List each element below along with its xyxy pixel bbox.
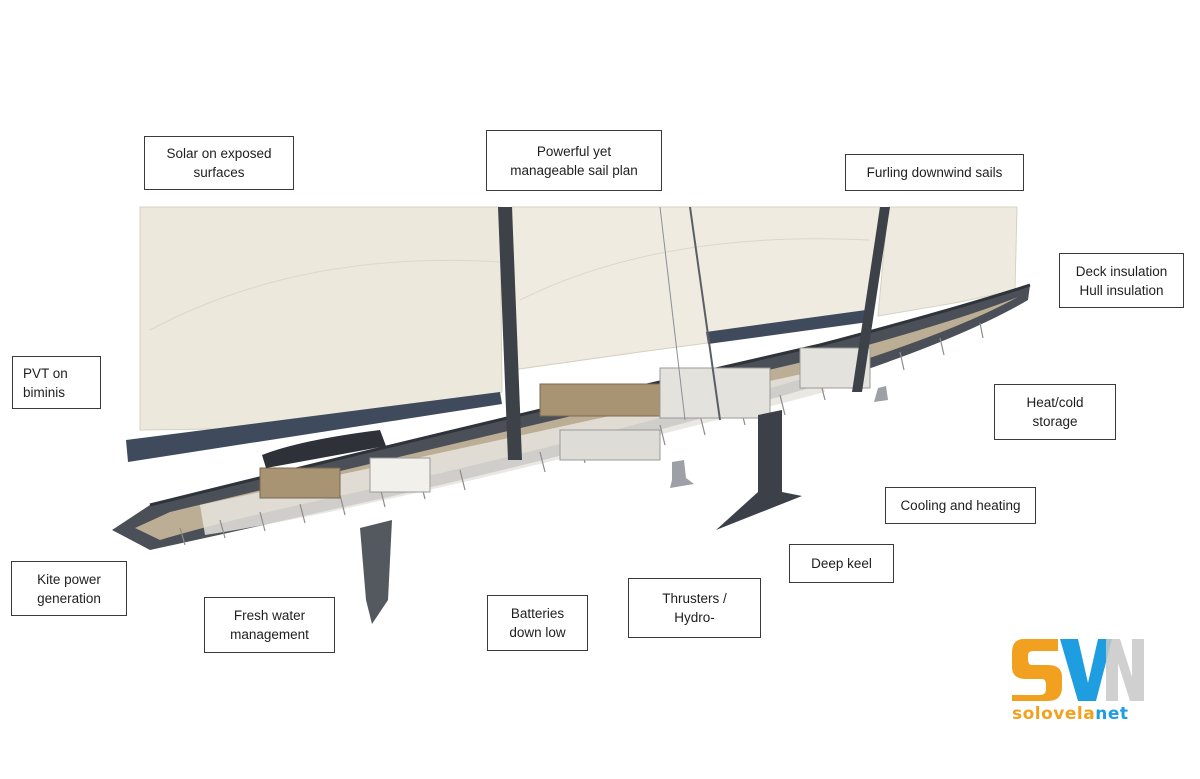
main-sail-aft: [139, 206, 503, 431]
logo-wordmark: solovelanet: [1012, 704, 1128, 724]
callout-solar: Solar on exposed surfaces: [144, 136, 294, 190]
callout-pvt-line1: PVT on: [23, 365, 68, 381]
deep-keel: [716, 410, 802, 530]
callout-insulation-line1: Deck insulation: [1075, 263, 1168, 279]
callout-thrusters-line1: Thrusters /: [662, 591, 727, 606]
rudder: [360, 520, 392, 624]
solovela-logo: [1012, 639, 1144, 701]
aft-cabin-module: [259, 467, 341, 499]
saloon-module: [539, 383, 661, 417]
logo-text-a: solovela: [1012, 704, 1096, 724]
engine-module: [659, 367, 771, 419]
sail-seam: [149, 259, 501, 331]
callout-heat-cold-line1: Heat/cold: [1026, 395, 1084, 410]
bow-thruster: [874, 386, 888, 402]
callout-solar-line1: Solar on exposed: [166, 146, 272, 161]
callout-fresh-water-line2: management: [230, 627, 309, 642]
callout-thrusters: Thrusters / Hydro-: [628, 578, 761, 638]
sail-seam: [519, 238, 871, 301]
mid-boom: [706, 310, 868, 344]
logo-v-shape: [1060, 639, 1112, 701]
main-boom: [126, 392, 502, 462]
callout-kite: Kite power generation: [11, 561, 127, 616]
callout-kite-line1: Kite power: [37, 571, 101, 587]
logo-s-shape: [1012, 639, 1062, 701]
callout-sail-plan-line1: Powerful yet: [536, 143, 612, 159]
callout-pvt: PVT on biminis: [12, 356, 101, 409]
callout-insulation-line2: Hull insulation: [1079, 282, 1164, 298]
booms: [126, 310, 868, 462]
logo-n-shape: [1106, 639, 1144, 701]
callout-furling: Furling downwind sails: [845, 154, 1024, 191]
bimini: [262, 430, 386, 468]
callout-sail-plan-line2: manageable sail plan: [510, 162, 638, 178]
callout-sail-plan: Powerful yet manageable sail plan: [486, 130, 662, 191]
appendages: [360, 386, 888, 624]
callout-pvt-line2: biminis: [23, 384, 66, 400]
thruster: [670, 460, 694, 488]
callout-batteries: Batteries down low: [487, 595, 588, 651]
callout-keel-line1: Deep keel: [811, 556, 872, 571]
logo-text-b: net: [1095, 704, 1129, 724]
callout-solar-line2: surfaces: [193, 165, 245, 180]
tank-module: [559, 429, 661, 461]
stay: [659, 206, 686, 421]
callout-insulation: Deck insulation Hull insulation: [1059, 253, 1184, 308]
callout-cooling-line1: Cooling and heating: [900, 498, 1021, 513]
callout-batteries-line1: Batteries: [510, 606, 565, 621]
callout-fresh-water-line1: Fresh water: [233, 608, 306, 623]
fore-sail: [877, 206, 1018, 317]
callout-furling-line1: Furling downwind sails: [866, 165, 1003, 180]
callout-cooling: Cooling and heating: [885, 487, 1036, 524]
callout-thrusters-line2: Hydro-: [674, 610, 715, 625]
forestay: [689, 206, 721, 421]
callout-keel: Deep keel: [789, 544, 894, 583]
cabin-module: [369, 457, 431, 493]
callout-kite-line2: generation: [37, 590, 101, 606]
masts: [498, 206, 890, 460]
callout-fresh-water: Fresh water management: [204, 597, 335, 653]
callout-heat-cold: Heat/cold storage: [994, 384, 1116, 440]
callout-batteries-line2: down low: [509, 625, 566, 640]
fore-mast: [852, 207, 890, 392]
main-mast: [498, 207, 522, 460]
callout-heat-cold-line2: storage: [1032, 414, 1078, 429]
